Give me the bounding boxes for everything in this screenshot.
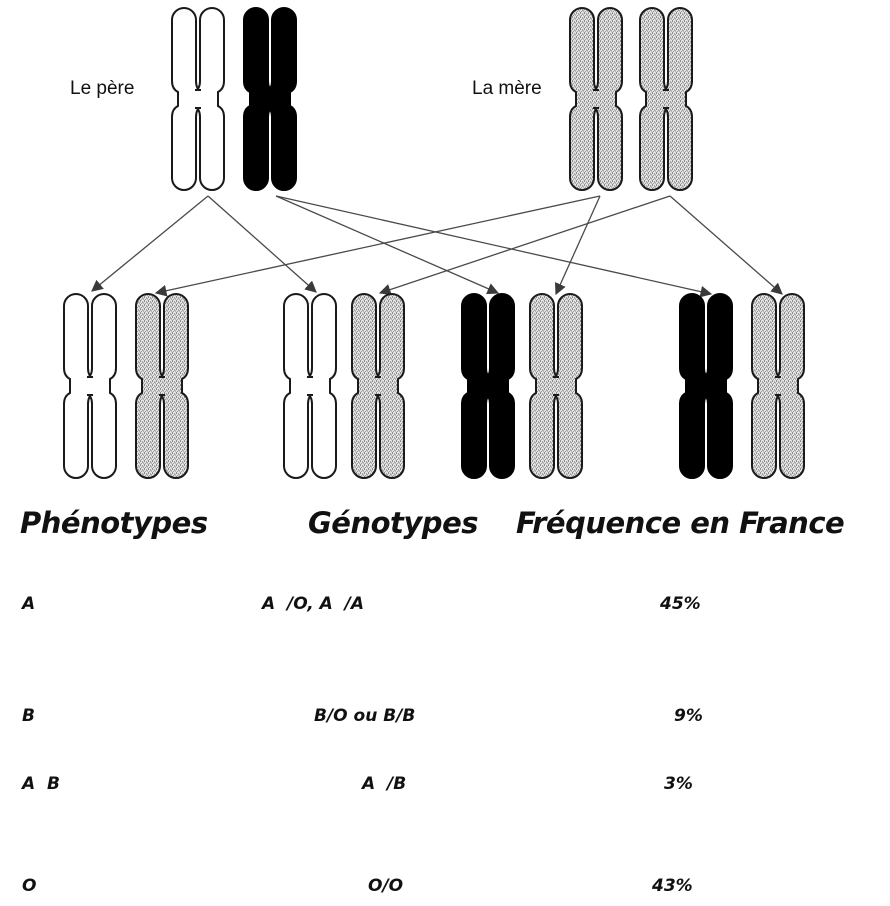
chromatid-left bbox=[529, 293, 560, 479]
child-2-chromosome-gray bbox=[351, 293, 405, 479]
child-3-chromosome-gray bbox=[529, 293, 583, 479]
centromere bbox=[194, 90, 202, 108]
chromatid-left bbox=[63, 293, 94, 479]
chromatid-left bbox=[679, 293, 710, 479]
chromatid-left bbox=[243, 7, 274, 191]
centromere bbox=[774, 377, 782, 395]
phenotype-cell: A B bbox=[22, 774, 60, 794]
centromere bbox=[374, 377, 382, 395]
chromatid-left bbox=[135, 293, 166, 479]
frequency-cell: 9% bbox=[674, 706, 703, 726]
arrow-mother-1-to-child-3 bbox=[554, 195, 601, 296]
centromere bbox=[592, 90, 600, 108]
child-1-chromosome-pair bbox=[63, 293, 189, 479]
header-genotypes: Génotypes bbox=[308, 506, 479, 540]
arrow-father-white-to-child-1 bbox=[91, 195, 209, 292]
genotype-cell: A /O, A /A bbox=[262, 594, 365, 614]
frequency-cell: 45% bbox=[660, 594, 701, 614]
child-3-chromosome-pair bbox=[461, 293, 583, 479]
chromatid-left bbox=[171, 7, 202, 191]
genotype-cell: B/O ou B/B bbox=[314, 706, 416, 726]
arrow-mother-2-to-child-2 bbox=[378, 195, 671, 296]
genotype-cell: O/O bbox=[368, 876, 404, 896]
phenotype-cell: B bbox=[22, 706, 35, 726]
centromere bbox=[662, 90, 670, 108]
centromere bbox=[306, 377, 314, 395]
arrow-father-black-to-child-4 bbox=[275, 195, 713, 298]
arrow-mother-2-to-child-4 bbox=[669, 195, 783, 295]
child-1-chromosome-gray bbox=[135, 293, 189, 479]
frequency-cell: 3% bbox=[664, 774, 693, 794]
header-phenotypes: Phénotypes bbox=[20, 506, 208, 540]
father-chromosome-black bbox=[243, 7, 297, 191]
phenotype-cell: O bbox=[22, 876, 37, 896]
chromatid-left bbox=[351, 293, 382, 479]
mother-label: La mère bbox=[472, 78, 542, 99]
centromere bbox=[484, 377, 492, 395]
mother-chromosome-gray-2 bbox=[639, 7, 693, 191]
chromatid-left bbox=[461, 293, 492, 479]
inheritance-diagram bbox=[63, 7, 805, 479]
centromere bbox=[552, 377, 560, 395]
child-4-chromosome-gray bbox=[751, 293, 805, 479]
frequency-cell: 43% bbox=[652, 876, 693, 896]
centromere bbox=[86, 377, 94, 395]
chromatid-left bbox=[283, 293, 314, 479]
arrow-mother-1-to-child-1 bbox=[154, 195, 601, 297]
child-4-chromosome-pair bbox=[679, 293, 805, 479]
chromatid-left bbox=[751, 293, 782, 479]
centromere bbox=[702, 377, 710, 395]
genotype-cell: A /B bbox=[362, 774, 407, 794]
arrow-father-black-to-child-3 bbox=[275, 195, 500, 295]
inheritance-arrows bbox=[91, 195, 783, 298]
child-4-chromosome-black bbox=[679, 293, 733, 479]
chromatid-left bbox=[639, 7, 670, 191]
child-2-chromosome-pair bbox=[283, 293, 405, 479]
chromatid-left bbox=[569, 7, 600, 191]
child-2-chromosome-white bbox=[283, 293, 337, 479]
father-chromosome-white bbox=[171, 7, 225, 191]
phenotype-cell: A bbox=[22, 594, 36, 614]
mother-chromosome-gray-1 bbox=[569, 7, 623, 191]
child-3-chromosome-black bbox=[461, 293, 515, 479]
father-label: Le père bbox=[70, 78, 135, 99]
arrow-father-white-to-child-2 bbox=[207, 195, 317, 293]
centromere bbox=[158, 377, 166, 395]
father-chromosome-pair bbox=[171, 7, 297, 191]
centromere bbox=[266, 90, 274, 108]
header-frequency: Fréquence en France bbox=[516, 506, 845, 540]
child-1-chromosome-white bbox=[63, 293, 117, 479]
mother-chromosome-pair bbox=[569, 7, 693, 191]
